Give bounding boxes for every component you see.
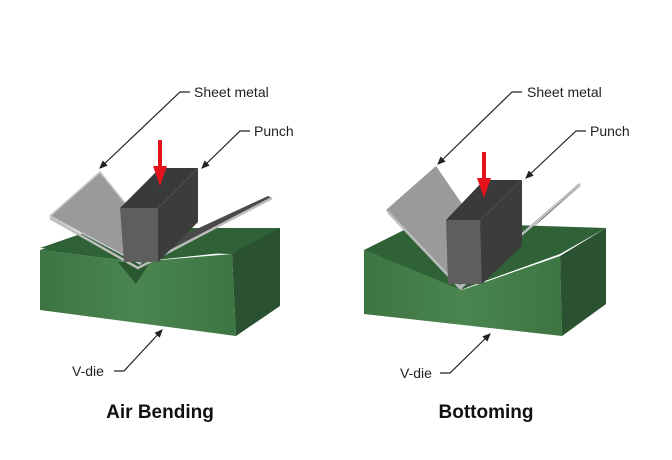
label-punch: Punch [590, 123, 630, 139]
force-arrow-icon [153, 140, 167, 186]
punch-front [120, 208, 158, 262]
sheet-edge [387, 183, 581, 290]
sheet-edge [49, 196, 273, 270]
label-v-die: V-die [72, 363, 104, 379]
punch [120, 168, 198, 262]
force-arrow-icon [477, 152, 491, 198]
die-v-groove [118, 262, 150, 284]
caption-bottoming: Bottoming [439, 402, 534, 423]
punch [446, 180, 522, 284]
die-leader [114, 329, 163, 372]
die-leader [440, 333, 491, 374]
punch-top [120, 168, 198, 208]
die-side [560, 228, 606, 336]
caption-air-bending: Air Bending [106, 402, 214, 423]
label-sheet-metal: Sheet metal [527, 84, 602, 100]
die-front [40, 250, 236, 336]
panel-bottoming: Sheet metal Punch V-die Bottoming [364, 84, 630, 423]
label-sheet-metal: Sheet metal [194, 84, 269, 100]
punch-top [446, 180, 522, 220]
punch-front [446, 220, 482, 284]
punch-leader [525, 130, 586, 179]
die-front [364, 250, 562, 336]
label-v-die: V-die [400, 365, 432, 381]
sheet-leader [437, 91, 522, 165]
punch-leader [201, 130, 250, 169]
die-side [232, 228, 280, 336]
panel-air-bending: Sheet metal Punch V-die Air Bending [40, 84, 294, 423]
label-punch: Punch [254, 123, 294, 139]
sheet-leader [99, 91, 190, 169]
punch-side [158, 168, 198, 262]
punch-side [480, 180, 522, 284]
